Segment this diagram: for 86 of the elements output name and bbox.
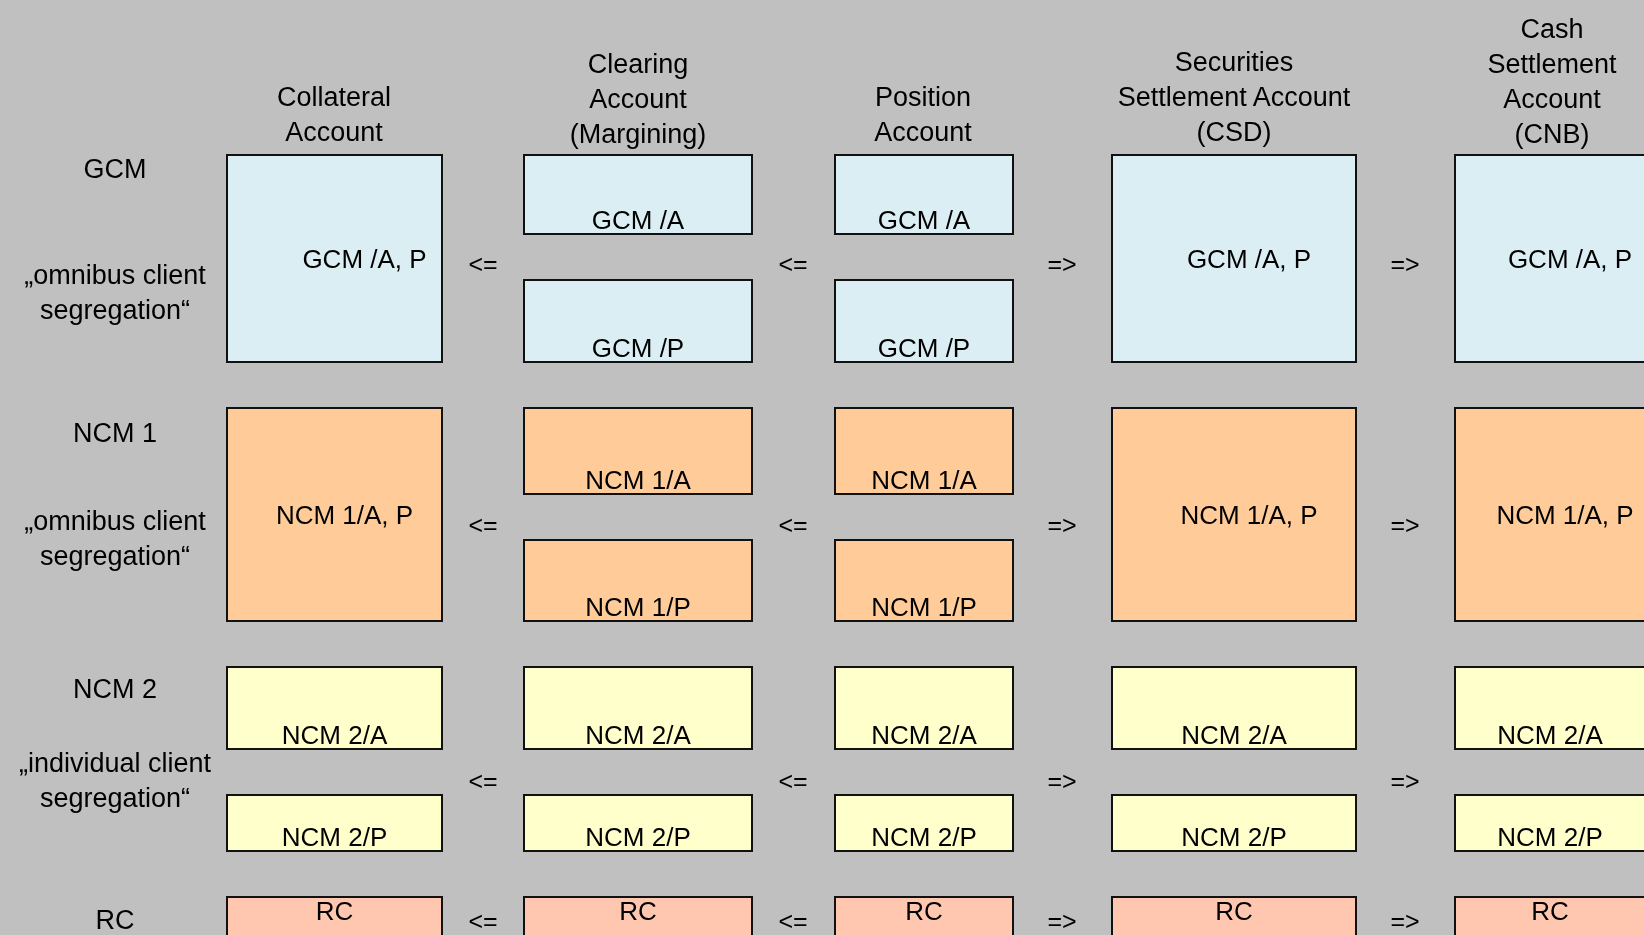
segregation-note: „individual client segregation“ — [17, 746, 213, 815]
segregation-note: „omnibus client segregation“ — [23, 504, 207, 573]
account-code: NCM 1/A — [585, 467, 691, 493]
column-header: Collateral Account — [275, 80, 393, 149]
direction-symbol: => — [1046, 509, 1078, 541]
account-box — [226, 896, 443, 935]
account-code: NCM 2/A — [1181, 722, 1287, 748]
column-header: Securities Settlement Account (CSD) — [1116, 45, 1352, 149]
account-code: NCM 2/A — [281, 722, 388, 748]
account-code: NCM 1/A, P — [275, 501, 414, 528]
account-box — [1111, 896, 1357, 935]
account-code: NCM 1/P — [585, 594, 691, 620]
account-box — [1111, 154, 1357, 363]
account-code: GCM /A — [877, 207, 971, 233]
account-box — [523, 154, 753, 235]
column-header: Position Account — [873, 80, 973, 149]
account-code: RC — [905, 898, 943, 924]
account-box — [1454, 794, 1644, 852]
direction-symbol: <= — [777, 248, 809, 280]
account-code: NCM 2/P — [281, 824, 388, 850]
account-box — [834, 666, 1014, 750]
account-box — [834, 154, 1014, 235]
account-code: NCM 2/P — [1497, 824, 1603, 850]
account-box — [834, 539, 1014, 622]
account-box — [226, 794, 443, 852]
direction-symbol: <= — [467, 905, 499, 935]
direction-symbol: <= — [467, 509, 499, 541]
direction-symbol: <= — [777, 509, 809, 541]
account-code: NCM 2/A — [1497, 722, 1603, 748]
account-code: RC — [315, 898, 354, 924]
account-box — [523, 666, 753, 750]
account-code: GCM /A, P — [1507, 245, 1633, 272]
segregation-note: „omnibus client segregation“ — [23, 258, 207, 327]
account-box — [834, 407, 1014, 495]
direction-symbol: <= — [467, 765, 499, 797]
direction-symbol: => — [1389, 765, 1421, 797]
account-box — [1454, 666, 1644, 750]
account-code: NCM 2/P — [871, 824, 977, 850]
row-label: NCM 1 — [72, 417, 158, 451]
row-label: GCM — [82, 153, 148, 187]
direction-symbol: <= — [777, 905, 809, 935]
account-code: NCM 2/P — [1181, 824, 1287, 850]
account-code: NCM 2/A — [871, 722, 977, 748]
account-box — [1454, 896, 1644, 935]
account-code: RC — [619, 898, 657, 924]
column-header: Clearing Account (Margining) — [568, 47, 708, 151]
account-box — [226, 407, 443, 622]
account-box — [1111, 794, 1357, 852]
account-box — [834, 279, 1014, 363]
account-code: GCM /A, P — [302, 245, 427, 272]
account-code: RC — [1531, 898, 1569, 924]
account-box — [1454, 154, 1644, 363]
account-box — [1454, 407, 1644, 622]
account-code: NCM 2/P — [585, 824, 691, 850]
account-code: GCM /P — [877, 335, 971, 361]
account-code: NCM 1/A, P — [1496, 501, 1634, 528]
account-box — [523, 794, 753, 852]
account-box — [226, 154, 443, 363]
direction-symbol: => — [1046, 765, 1078, 797]
direction-symbol: => — [1046, 905, 1078, 935]
account-code: NCM 1/A, P — [1180, 501, 1318, 528]
direction-symbol: <= — [467, 248, 499, 280]
account-code: NCM 1/A — [871, 467, 977, 493]
account-code: GCM /A — [591, 207, 685, 233]
direction-symbol: => — [1389, 509, 1421, 541]
direction-symbol: => — [1389, 248, 1421, 280]
direction-symbol: => — [1389, 905, 1421, 935]
account-box — [834, 896, 1014, 935]
account-box — [1111, 666, 1357, 750]
row-label: NCM 2 — [72, 673, 158, 707]
account-code: GCM /P — [591, 335, 685, 361]
account-box — [1111, 407, 1357, 622]
account-box — [523, 539, 753, 622]
account-box — [523, 407, 753, 495]
account-code: NCM 1/P — [871, 594, 977, 620]
account-code: NCM 2/A — [585, 722, 691, 748]
direction-symbol: => — [1046, 248, 1078, 280]
account-box — [523, 896, 753, 935]
direction-symbol: <= — [777, 765, 809, 797]
account-code: RC — [1215, 898, 1253, 924]
row-label: RC — [94, 904, 136, 935]
account-code: GCM /A, P — [1186, 245, 1312, 272]
account-box — [226, 666, 443, 750]
column-header: Cash Settlement Account (CNB) — [1486, 12, 1618, 151]
account-box — [834, 794, 1014, 852]
account-box — [523, 279, 753, 363]
